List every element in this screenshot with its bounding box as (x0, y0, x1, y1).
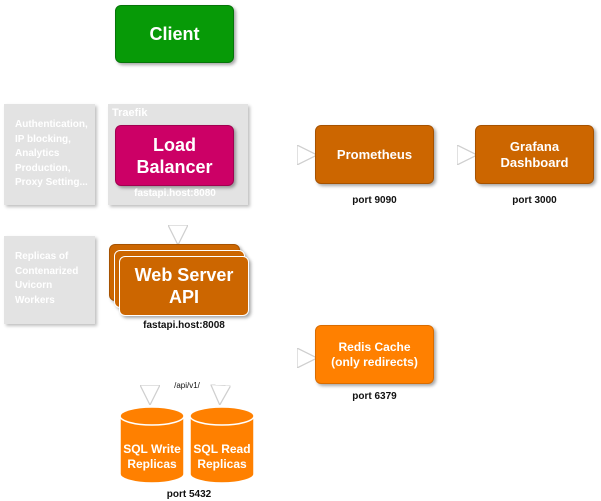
sql-caption: port 5432 (166, 489, 212, 500)
client-node: Client (115, 5, 234, 63)
prometheus-label: Prometheus (336, 147, 413, 162)
sql-read-label-line: Replicas (197, 457, 247, 471)
traefik-label: Traefik (112, 107, 148, 119)
sql-write-label-line: Replicas (127, 457, 177, 471)
edge-web-sqlread (184, 329, 220, 400)
traefik-note-line: Proxy Setting... (15, 177, 88, 188)
replicas-note-line: Replicas of (15, 251, 69, 262)
traefik-note-line: Production, (15, 162, 71, 174)
prometheus-node: Prometheus (315, 125, 434, 184)
api-path-label: /api/v1/ (174, 381, 200, 390)
load-balancer-label-line: Load (153, 134, 196, 155)
web-server-caption: fastapi.host:8008 (143, 320, 225, 331)
redis-node: Redis Cache (only redirects) (315, 325, 434, 384)
edge-web-sqlwrite (150, 329, 188, 400)
replicas-note-line: Uvicorn (15, 280, 53, 291)
redis-label-line: (only redirects) (331, 354, 418, 369)
sql-write-label-line: SQL Write (123, 442, 181, 456)
traefik-note-line: IP blocking, (15, 133, 71, 145)
traefik-note: Authentication, IP blocking, Analytics P… (4, 104, 95, 205)
prometheus-caption: port 9090 (352, 195, 397, 206)
web-server-label-line: Web Server (134, 265, 234, 285)
replicas-note-line: Workers (15, 294, 55, 306)
grafana-label-line: Dashboard (500, 154, 569, 170)
load-balancer-caption: fastapi.host:8080 (134, 188, 216, 199)
sql-read-label-line: SQL Read (193, 442, 251, 456)
sql-read-label: SQL Read Replicas (188, 442, 256, 472)
traefik-note-line: Analytics (15, 148, 60, 159)
load-balancer-label-line: Balancer (136, 156, 213, 177)
replicas-note: Replicas of Contenarized Uvicorn Workers (4, 236, 95, 324)
replicas-note-line: Contenarized (15, 265, 79, 277)
web-server-label-line: API (168, 287, 199, 307)
client-label: Client (149, 23, 200, 44)
traefik-note-line: Authentication, (15, 119, 88, 130)
edge-web-redis (184, 329, 312, 358)
grafana-label-line: Grafana (509, 138, 560, 154)
redis-label-line: Redis Cache (338, 339, 411, 354)
web-server-node: Web Server API (119, 256, 249, 316)
sql-write-label: SQL Write Replicas (118, 442, 186, 472)
redis-caption: port 6379 (352, 391, 397, 402)
grafana-caption: port 3000 (512, 195, 557, 206)
grafana-node: Grafana Dashboard (475, 125, 594, 184)
load-balancer-node: Load Balancer (115, 125, 234, 186)
